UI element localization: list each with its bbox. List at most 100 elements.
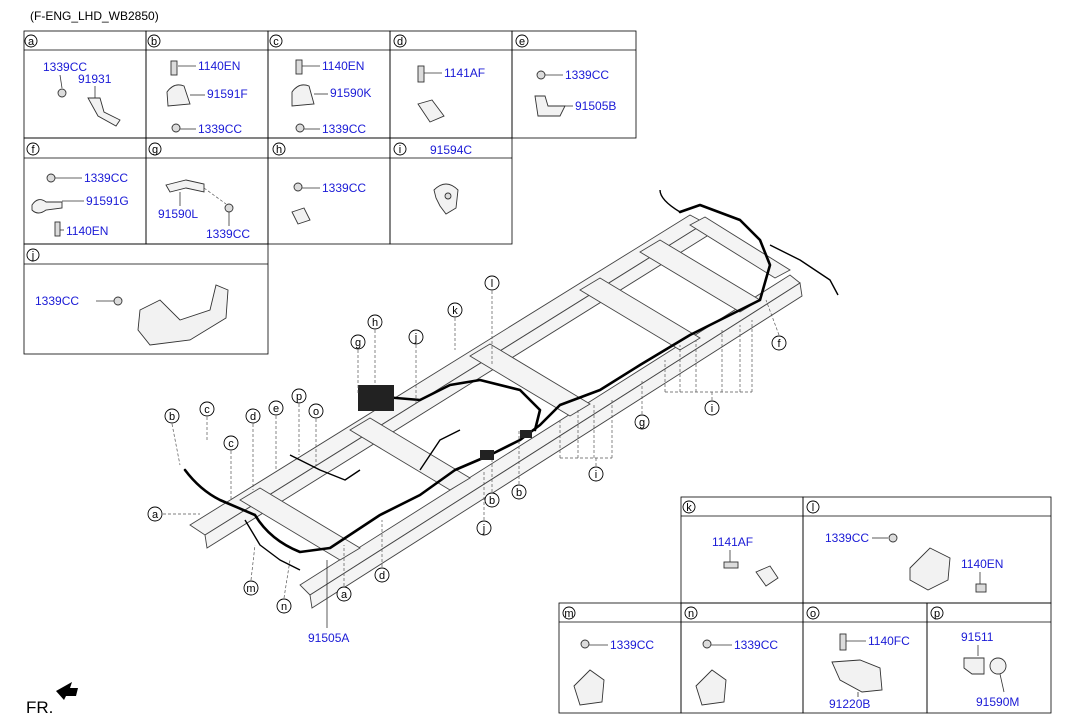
panel-f-part-1: 91591G <box>86 194 129 208</box>
callout-d: d <box>245 408 261 490</box>
bracket-icon <box>831 659 883 693</box>
svg-text:c: c <box>228 438 234 450</box>
panel-o-part-0: 1140FC <box>868 634 910 648</box>
chassis-frame <box>189 214 803 609</box>
svg-text:c: c <box>273 36 279 48</box>
callout-a2: a <box>336 545 352 602</box>
panel-i: i 91594C <box>389 137 513 245</box>
svg-text:e: e <box>273 403 279 415</box>
front-direction-label: FR. <box>26 698 53 717</box>
panel-g: g 91590L 1339CC <box>145 137 269 245</box>
bolt-icon <box>295 59 303 75</box>
svg-text:j: j <box>31 250 34 262</box>
callout-a: a <box>147 506 200 522</box>
panel-p: p 91511 91590M <box>926 602 1052 714</box>
bracket-icon <box>573 669 605 706</box>
panel-g-part-0: 91590L <box>158 207 198 221</box>
panel-n-part-0: 1339CC <box>734 638 778 652</box>
callout-c2: c <box>223 435 239 500</box>
panel-f-part-2: 1140EN <box>66 224 108 238</box>
callout-m: m <box>243 544 259 596</box>
panel-n: n 1339CC <box>680 602 804 714</box>
svg-text:k: k <box>452 305 458 317</box>
svg-text:b: b <box>489 495 495 507</box>
callout-n: n <box>276 559 292 614</box>
panel-l-part-0: 1339CC <box>825 531 869 545</box>
nut-icon <box>536 70 546 80</box>
callout-g2: g <box>634 380 650 430</box>
front-direction-indicator: FR. <box>26 682 78 717</box>
svg-text:d: d <box>379 570 385 582</box>
panel-c-part-0: 1140EN <box>322 59 364 73</box>
panel-k-part-0: 1141AF <box>712 535 753 549</box>
bolt-icon <box>723 561 739 569</box>
bolt-icon <box>170 60 178 76</box>
panel-j: j 1339CC <box>23 243 269 355</box>
panel-d-part-0: 1141AF <box>444 66 485 80</box>
diagram-code: (F-ENG_LHD_WB2850) <box>30 9 159 23</box>
clamp-icon <box>31 199 63 214</box>
callout-j2: j <box>476 470 492 536</box>
svg-text:h: h <box>276 144 282 156</box>
svg-text:e: e <box>519 36 525 48</box>
clip-icon <box>755 565 779 587</box>
callout-b: b <box>164 408 181 466</box>
panel-l-part-1: 1140EN <box>961 557 1003 571</box>
callout-j: j <box>408 329 424 405</box>
callout-p: p <box>291 388 307 455</box>
panel-h-part-0: 1339CC <box>322 181 366 195</box>
panel-o: o 1140FC 91220B <box>802 602 928 714</box>
callout-c: c <box>199 401 215 440</box>
svg-text:j: j <box>414 332 417 344</box>
bracket-icon <box>695 669 727 706</box>
callout-k: k <box>447 302 463 350</box>
bracket-icon <box>137 284 229 346</box>
bracket-icon <box>963 657 985 675</box>
panel-m-part-0: 1339CC <box>610 638 654 652</box>
callout-b2: b <box>484 460 500 508</box>
nut-icon <box>702 639 712 649</box>
clamp-icon <box>166 84 191 107</box>
panel-c: c 1140EN 91590K 1339CC <box>267 30 391 139</box>
callout-i2: i <box>664 320 753 416</box>
panel-f: f 1339CC 91591G 1140EN <box>23 137 147 245</box>
callout-f: f <box>765 299 787 351</box>
panel-b: b 1140EN 91591F 1339CC <box>145 30 269 139</box>
nut-icon <box>57 88 67 98</box>
panel-a-letter: a <box>28 36 35 48</box>
svg-text:o: o <box>810 608 816 620</box>
callout-g: g <box>350 334 366 395</box>
panel-p-part-1: 91590M <box>976 695 1019 709</box>
bolt-icon <box>839 633 847 651</box>
panel-l: l 1339CC 1140EN <box>802 496 1052 604</box>
wiring-harness <box>183 189 839 571</box>
panel-c-part-1: 91590K <box>330 86 371 100</box>
svg-text:o: o <box>313 406 319 418</box>
svg-text:i: i <box>595 469 597 481</box>
svg-text:m: m <box>246 583 255 595</box>
svg-text:n: n <box>688 608 694 620</box>
nut-icon <box>46 173 56 183</box>
panel-a-part-0: 1339CC <box>43 60 87 74</box>
bolt-icon <box>417 65 425 83</box>
svg-text:p: p <box>934 608 940 620</box>
panel-a-part-1: 91931 <box>78 72 112 86</box>
svg-text:b: b <box>516 487 522 499</box>
bracket-icon <box>87 97 121 127</box>
panel-g-part-1: 1339CC <box>206 227 250 241</box>
clip-icon <box>291 207 311 225</box>
panel-o-part-1: 91220B <box>829 697 870 711</box>
panel-e: e 1339CC 91505B <box>511 30 637 139</box>
nut-icon <box>224 203 234 213</box>
panel-e-part-1: 91505B <box>575 99 616 113</box>
callout-i: i <box>559 400 613 482</box>
harness-part-number: 91505A <box>308 631 349 645</box>
panel-j-part-0: 1339CC <box>35 294 79 308</box>
svg-text:f: f <box>777 338 781 350</box>
callouts: h g j k l b c c d p e o a m n a d b b j … <box>147 275 787 614</box>
svg-text:k: k <box>686 502 692 514</box>
bracket-icon <box>165 179 205 193</box>
relay-box <box>358 385 394 411</box>
svg-text:g: g <box>639 417 645 429</box>
